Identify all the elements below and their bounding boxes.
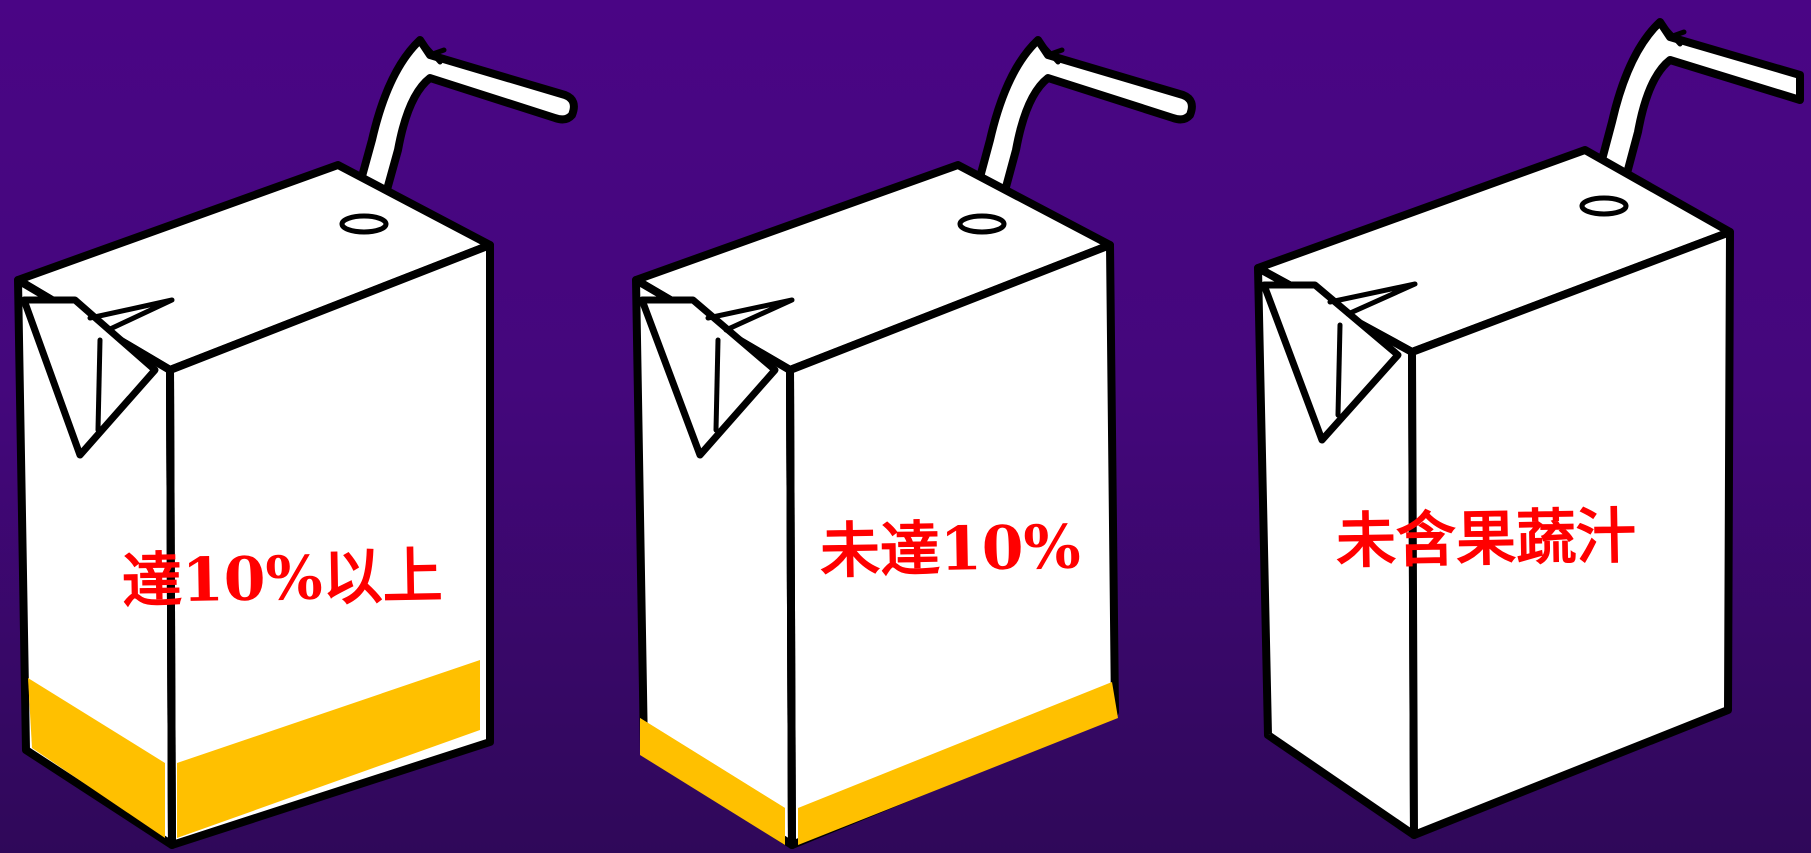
carton-label-1: 達10%以上 [121, 541, 444, 617]
carton-label-2: 未達10% [819, 512, 1082, 587]
juice-band-left [28, 678, 165, 838]
carton-label-3: 未含果蔬汁 [1335, 501, 1637, 577]
straw-icon [1586, 18, 1804, 211]
juice-band-right [177, 660, 480, 838]
straw-icon [346, 36, 578, 226]
straw-icon [964, 36, 1196, 228]
juice-band-right [798, 682, 1118, 845]
